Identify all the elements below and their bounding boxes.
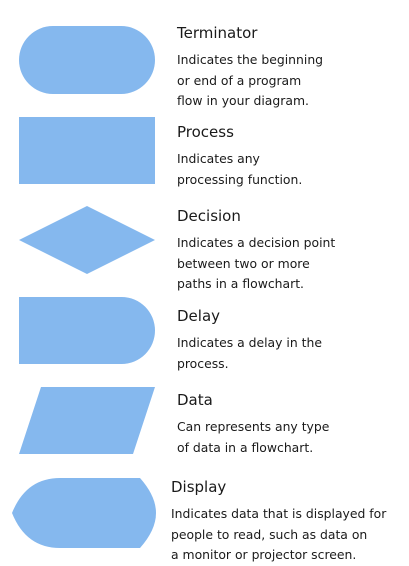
delay-desc-line: Indicates a delay in the (177, 335, 322, 350)
decision-info: Decision Indicates a decision point betw… (177, 207, 407, 295)
process-shape (19, 117, 155, 184)
data-shape (19, 387, 155, 454)
decision-desc-line: between two or more (177, 255, 310, 271)
delay-description: Indicates a delay in the process. (177, 333, 407, 374)
data-description: Can represents any type of data in a flo… (177, 417, 407, 458)
display-title: Display (171, 478, 227, 496)
terminator-desc-line: Indicates the beginning (177, 52, 324, 67)
display-description: Indicates data that is displayed for peo… (171, 504, 401, 566)
data-title: Data (177, 391, 213, 409)
decision-desc-line: Indicates a decision point (177, 235, 336, 250)
terminator-desc-line: or end of a program (177, 72, 302, 88)
display-shape (12, 478, 156, 548)
terminator-desc-line: flow in your diagram. (177, 93, 309, 108)
data-desc-line: Can represents any type (177, 419, 330, 434)
delay-info: Delay Indicates a delay in the process. (177, 307, 407, 374)
display-info: Display Indicates data that is displayed… (171, 478, 401, 566)
delay-title: Delay (177, 307, 221, 325)
terminator-info: Terminator Indicates the beginning or en… (177, 24, 407, 112)
process-desc-line: Indicates any (177, 151, 260, 166)
terminator-symbol (19, 26, 155, 94)
process-title: Process (177, 123, 234, 141)
decision-symbol (19, 206, 155, 274)
process-desc-line: processing function. (177, 171, 303, 187)
decision-description: Indicates a decision point between two o… (177, 233, 407, 295)
terminator-description: Indicates the beginning or end of a prog… (177, 50, 407, 112)
data-desc-line: of data in a flowchart. (177, 439, 314, 455)
delay-shape (19, 297, 155, 364)
decision-title: Decision (177, 207, 241, 225)
delay-symbol (19, 297, 155, 364)
display-symbol (12, 478, 156, 548)
process-symbol (19, 117, 155, 184)
process-description: Indicates any processing function. (177, 149, 407, 190)
display-desc-line: Indicates data that is displayed for (171, 506, 387, 521)
process-info: Process Indicates any processing functio… (177, 123, 407, 190)
data-symbol (19, 387, 155, 454)
data-info: Data Can represents any type of data in … (177, 391, 407, 458)
terminator-title: Terminator (177, 24, 258, 42)
decision-shape (19, 206, 155, 274)
decision-desc-line: paths in a flowchart. (177, 276, 304, 291)
delay-desc-line: process. (177, 355, 229, 371)
display-desc-line: people to read, such as data on (171, 526, 368, 542)
terminator-shape (19, 26, 155, 94)
display-desc-line: a monitor or projector screen. (171, 547, 357, 562)
